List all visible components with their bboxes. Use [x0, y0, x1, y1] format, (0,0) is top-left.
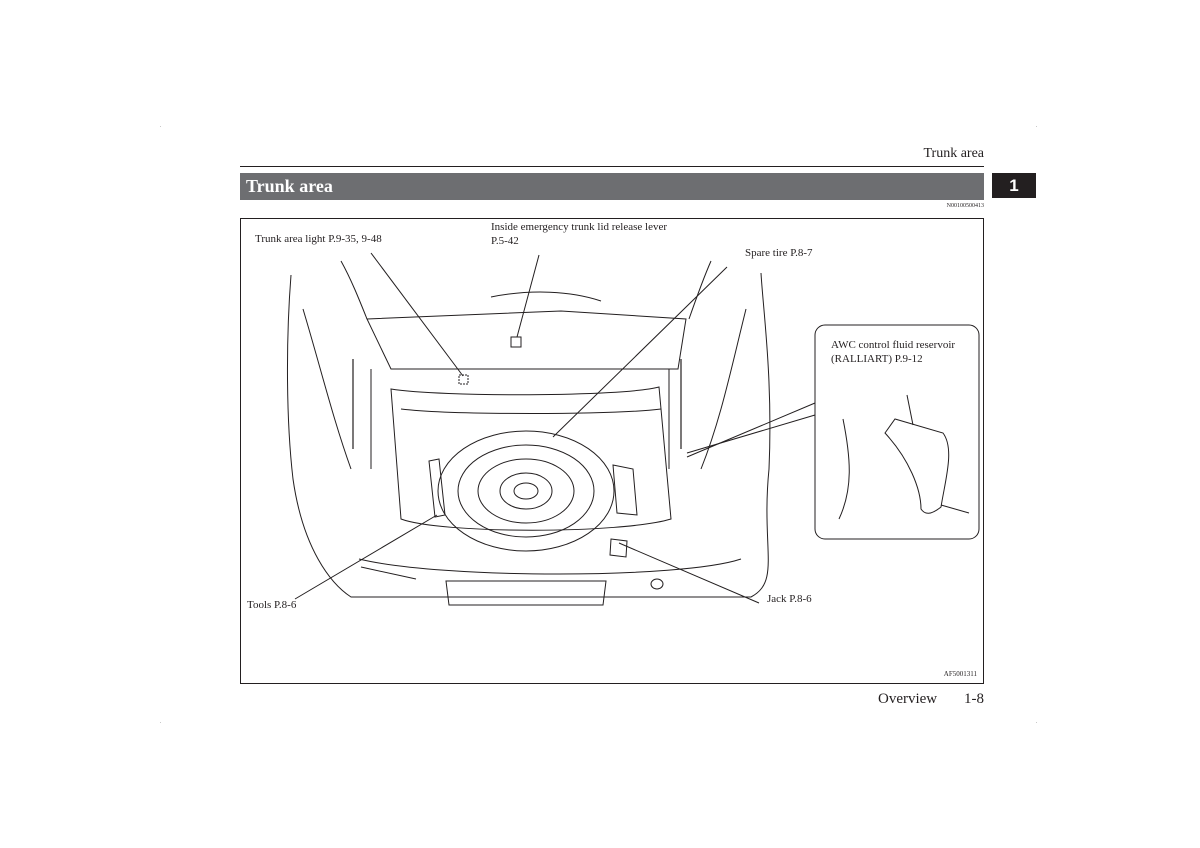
crop-mark: [160, 126, 161, 127]
header-rule: [240, 166, 984, 167]
car-rear-drawing: [286, 252, 980, 606]
callout-awc-reservoir: AWC control fluid reservoir: [831, 339, 956, 351]
callout-trunk-area-light: Trunk area light P.9-35, 9-48: [255, 233, 382, 245]
crop-mark: [1036, 126, 1037, 127]
callout-tools: Tools P.8-6: [247, 599, 297, 611]
page-number: 1-8: [964, 691, 984, 707]
running-head: Trunk area: [923, 146, 984, 161]
chapter-tab: 1: [992, 173, 1036, 198]
callout-awc-reservoir-page: (RALLIART) P.9-12: [831, 353, 923, 365]
crop-mark: [1036, 722, 1037, 723]
footer-section-name: Overview: [878, 691, 938, 707]
callout-release-lever: Inside emergency trunk lid release lever: [491, 221, 668, 233]
reference-code: N00100500413: [946, 203, 984, 209]
callout-spare-tire: Spare tire P.8-7: [745, 247, 813, 259]
crop-mark: [160, 722, 161, 723]
callout-jack: Jack P.8-6: [767, 593, 812, 605]
figure-code: AF5001311: [943, 670, 977, 678]
section-title: Trunk area: [240, 173, 984, 200]
callout-release-lever-page: P.5-42: [491, 235, 519, 247]
trunk-illustration: Trunk area light P.9-35, 9-48 Inside eme…: [240, 218, 984, 684]
